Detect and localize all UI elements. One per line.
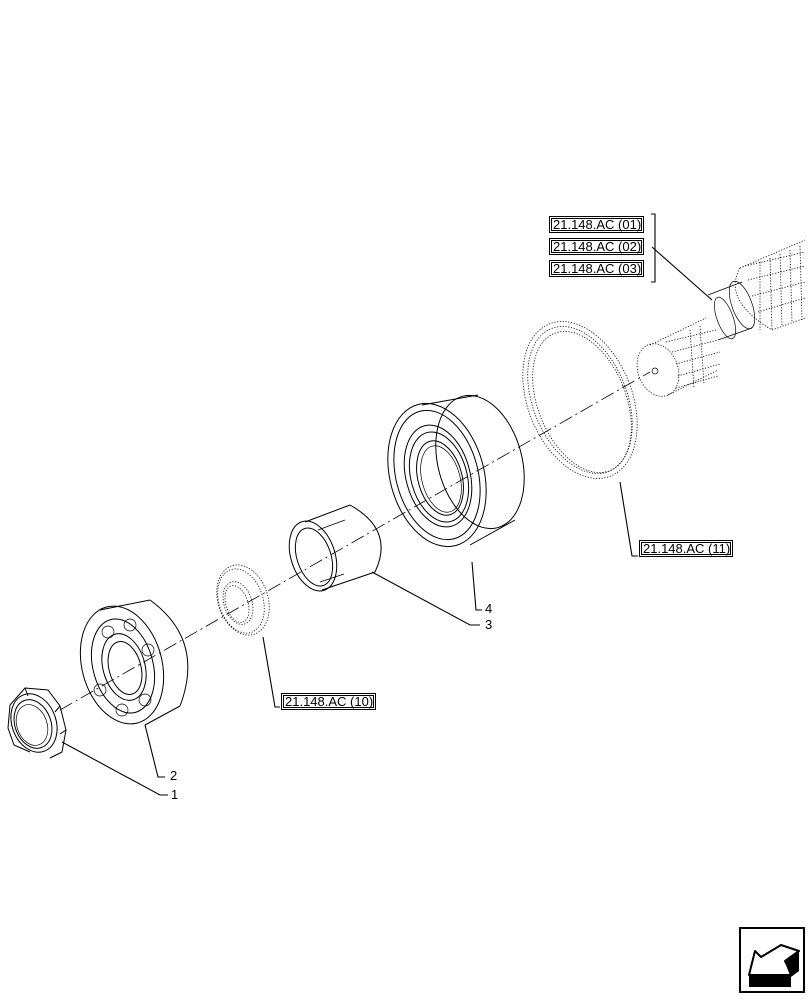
shaft-part [636,239,806,397]
previous-page-arrow-icon[interactable] [739,927,805,993]
center-axis-line [59,371,651,711]
ball-bearing-part [79,599,189,726]
reference-label-21-148-ac-01[interactable]: 21.148.AC (01) [549,216,645,233]
ring-seal-part [522,321,638,479]
reference-label-21-148-ac-10[interactable]: 21.148.AC (10) [281,693,377,710]
item-number-2: 2 [170,768,178,783]
roller-bearing-part [387,394,525,548]
leader-lines [61,213,713,796]
item-number-1: 1 [171,787,179,802]
reference-label-21-148-ac-02[interactable]: 21.148.AC (02) [549,238,645,255]
item-number-4: 4 [485,601,493,616]
lock-nut-part [7,687,67,759]
reference-label-21-148-ac-03[interactable]: 21.148.AC (03) [549,260,645,277]
reference-label-21-148-ac-11[interactable]: 21.148.AC (11) [639,540,734,557]
item-number-3: 3 [485,617,493,632]
spacer-sleeve-part [288,504,382,592]
washer-part [216,564,270,636]
